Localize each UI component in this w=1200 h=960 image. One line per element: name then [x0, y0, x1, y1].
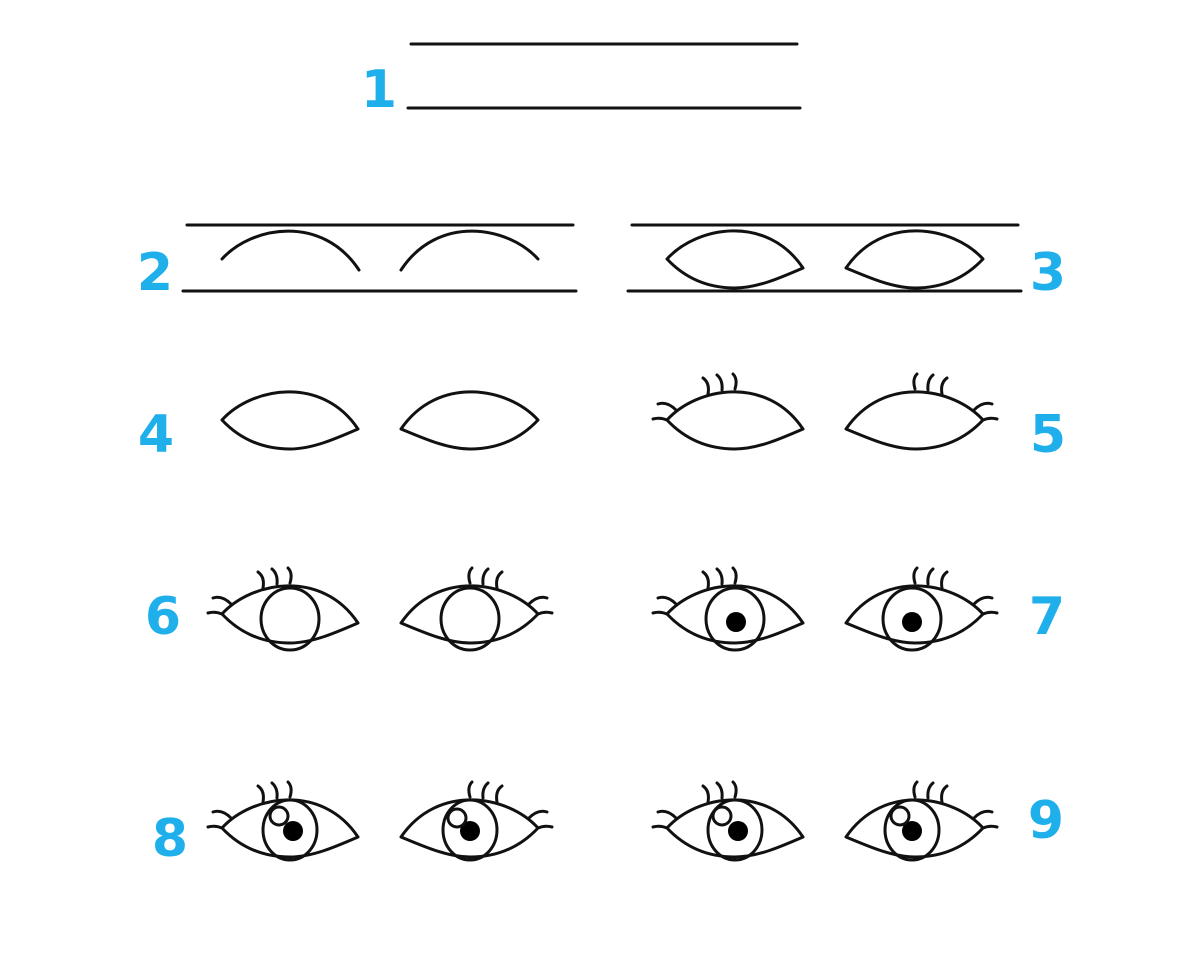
pupil-right-8: [460, 821, 480, 841]
step-number-5: 5: [1030, 405, 1066, 465]
step-number-9: 9: [1028, 791, 1064, 851]
iris-left-9: [706, 798, 764, 862]
step-number-8: 8: [152, 809, 188, 869]
highlight-right-8: [446, 807, 468, 829]
step-6-iris-circles: [206, 566, 554, 652]
step-number-1: 1: [361, 60, 397, 120]
pupil-right-7: [902, 612, 922, 632]
pupil-left-7: [726, 612, 746, 632]
step-number-2: 2: [137, 243, 173, 303]
step-4-eye-outlines: [220, 390, 540, 451]
step-8-highlights: [206, 780, 554, 862]
step-9-colored-iris: [651, 780, 999, 862]
iris-right-9: [883, 798, 941, 862]
step-3-eye-outlines-guided: [626, 223, 1023, 293]
step-7-pupils: [651, 566, 999, 652]
step-2-upper-lids: [181, 223, 578, 293]
highlight-left-9: [711, 805, 733, 827]
step-5-eyelashes: [651, 372, 999, 451]
pupil-left-8: [283, 821, 303, 841]
step-number-7: 7: [1029, 587, 1065, 647]
highlight-right-9: [889, 805, 911, 827]
step-number-4: 4: [138, 405, 174, 465]
step-1-guide-lines: [406, 42, 802, 110]
pupil-right-9: [902, 821, 922, 841]
step-number-6: 6: [145, 587, 181, 647]
step-number-3: 3: [1030, 243, 1066, 303]
pupil-left-9: [728, 821, 748, 841]
highlight-left-8: [268, 805, 290, 827]
